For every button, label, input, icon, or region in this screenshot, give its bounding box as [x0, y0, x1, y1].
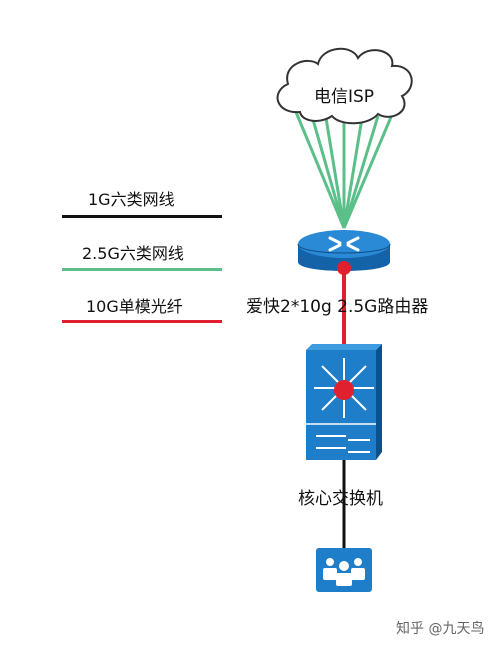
switch-label: 核心交换机 [298, 489, 383, 509]
legend-label-2-5g: 2.5G六类网线 [82, 244, 184, 263]
legend-label-10g: 10G单模光纤 [86, 297, 183, 316]
legend-line-10g [62, 320, 222, 323]
legend-label-1g: 1G六类网线 [88, 190, 175, 209]
router-label: 爱快2*10g 2.5G路由器 [246, 297, 429, 317]
isp-link-3 [324, 117, 346, 229]
workgroup-icon [316, 548, 372, 592]
router-icon [297, 230, 391, 275]
isp-link-2 [310, 115, 346, 229]
cloud-label: 电信ISP [314, 87, 375, 107]
isp-uplinks [294, 109, 396, 229]
layer3-switch-icon [306, 344, 382, 460]
isp-link-6 [342, 115, 380, 229]
isp-link-7 [342, 109, 396, 229]
legend-line-2-5g [62, 268, 222, 271]
watermark: 知乎 @九天鸟 [396, 621, 485, 637]
cloud-icon [276, 48, 413, 125]
isp-link-5 [342, 117, 364, 229]
legend-line-1g [62, 215, 222, 218]
isp-link-1 [294, 111, 346, 229]
